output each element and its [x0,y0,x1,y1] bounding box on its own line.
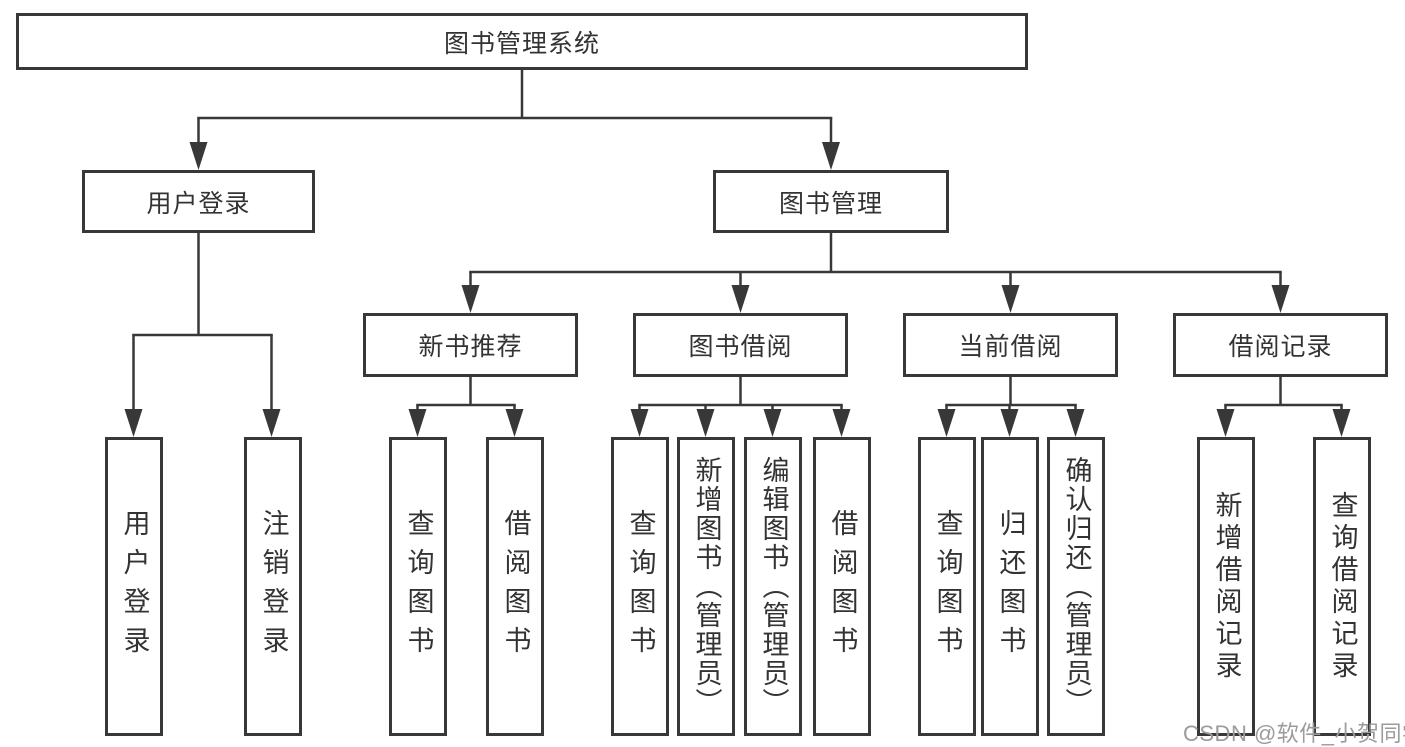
leaf-logout: 注销登录 [244,437,302,736]
leaf-query-books-current-label: 查询图书 [932,508,963,665]
leaf-edit-books-admin: 编辑图书（管理员） [744,437,802,736]
leaf-add-borrow-record: 新增借阅记录 [1197,437,1255,736]
leaf-user-login-label: 用户登录 [119,508,150,665]
leaf-query-books-current: 查询图书 [918,437,976,736]
leaf-borrow-books-recommend-label: 借阅图书 [500,508,531,665]
leaf-borrow-books: 借阅图书 [813,437,871,736]
leaf-query-books-borrow-label: 查询图书 [625,508,656,665]
node-current-borrow-label: 当前借阅 [958,333,1063,361]
leaf-return-books: 归还图书 [981,437,1039,736]
leaf-confirm-return-admin-label: 确认归还（管理员） [1061,456,1092,717]
node-book-borrow: 图书借阅 [633,313,848,377]
leaf-logout-label: 注销登录 [258,508,289,665]
node-new-book-recommend-label: 新书推荐 [418,333,523,361]
leaf-query-books-borrow: 查询图书 [611,437,669,736]
node-borrow-records-label: 借阅记录 [1228,333,1333,361]
leaf-add-books-admin: 新增图书（管理员） [677,437,735,736]
node-book-borrow-label: 图书借阅 [688,333,793,361]
node-user-login: 用户登录 [82,170,315,233]
leaf-user-login: 用户登录 [105,437,163,736]
leaf-query-books-recommend: 查询图书 [389,437,447,736]
leaf-query-borrow-record-label: 查询借阅记录 [1327,490,1358,683]
leaf-query-borrow-record: 查询借阅记录 [1313,437,1371,736]
leaf-confirm-return-admin: 确认归还（管理员） [1047,437,1105,736]
leaf-query-books-recommend-label: 查询图书 [403,508,434,665]
leaf-borrow-books-label: 借阅图书 [827,508,858,665]
node-library-system: 图书管理系统 [16,13,1028,70]
node-library-system-label: 图书管理系统 [443,29,600,58]
node-borrow-records: 借阅记录 [1173,313,1388,377]
node-new-book-recommend: 新书推荐 [363,313,578,377]
node-user-login-label: 用户登录 [146,189,251,218]
watermark: CSDN @软件_小贺同学 [1183,721,1405,746]
leaf-add-books-admin-label: 新增图书（管理员） [691,456,722,717]
leaf-borrow-books-recommend: 借阅图书 [486,437,544,736]
node-book-management-label: 图书管理 [778,189,883,218]
leaf-edit-books-admin-label: 编辑图书（管理员） [758,456,789,717]
leaf-return-books-label: 归还图书 [995,508,1026,665]
node-current-borrow: 当前借阅 [903,313,1118,377]
node-book-management: 图书管理 [713,170,949,233]
leaf-add-borrow-record-label: 新增借阅记录 [1211,490,1242,683]
